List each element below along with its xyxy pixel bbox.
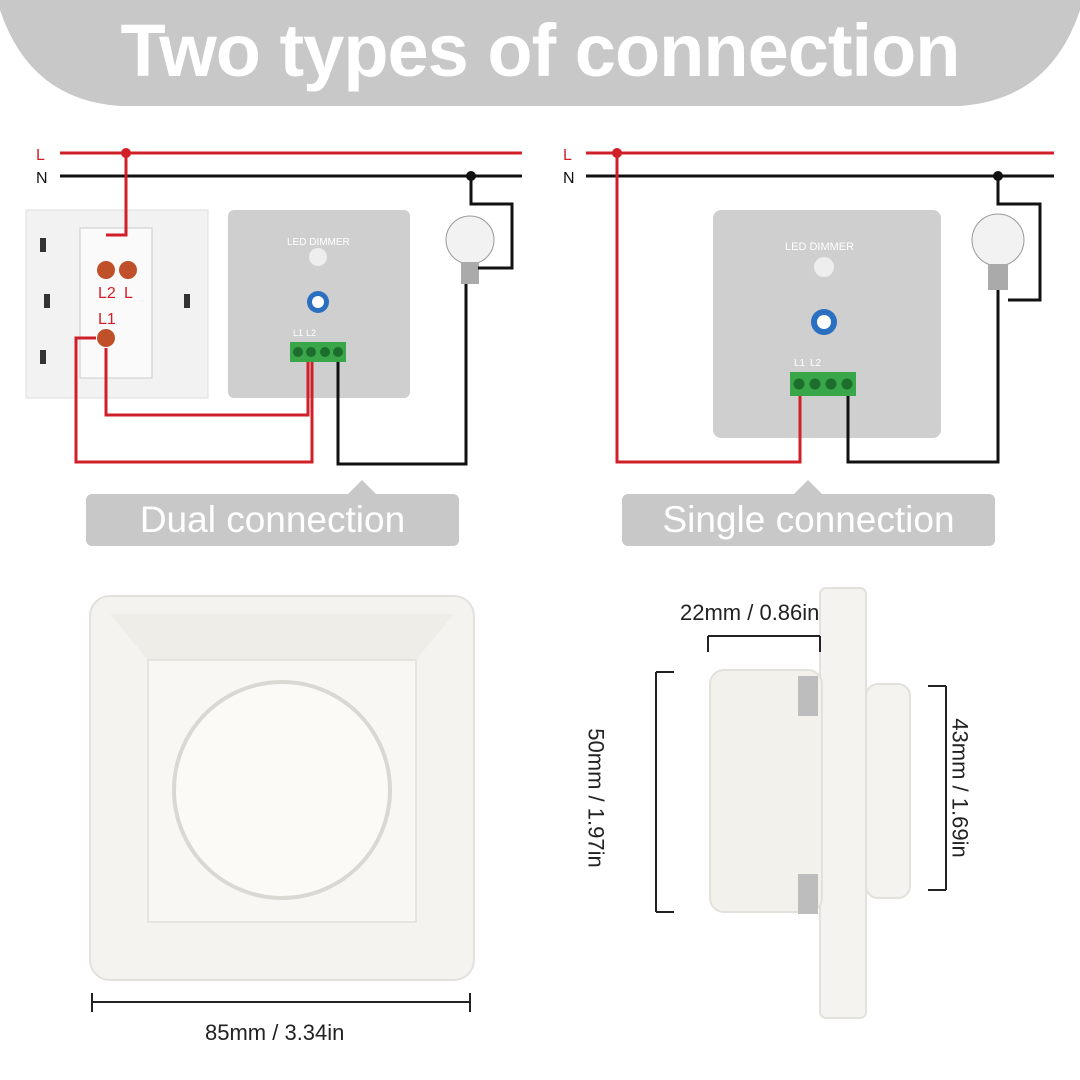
- svg-text:L1: L1: [293, 328, 303, 338]
- front-width-label: 85mm / 3.34in: [205, 1020, 345, 1045]
- knob-height-label: 43mm / 1.69in: [947, 718, 973, 858]
- wall-switch: L2 L L1: [25, 209, 209, 399]
- page-title: Two types of connection: [120, 9, 961, 92]
- right-light-bulb: [971, 213, 1025, 290]
- svg-text:L2: L2: [810, 358, 822, 369]
- switch-l2-label: L2: [98, 285, 116, 302]
- right-neutral-label: N: [563, 170, 575, 187]
- svg-text:LED DIMMER: LED DIMMER: [287, 237, 350, 248]
- right-live-label: L: [563, 147, 572, 164]
- switch-l-label: L: [124, 285, 133, 302]
- header-banner: Two types of connection: [0, 0, 1080, 110]
- left-wiring-diagram: L N L2 L L1 LED DIMMER: [25, 147, 522, 466]
- wiring-diagrams: L N L2 L L1 LED DIMMER: [25, 147, 1054, 466]
- right-dimmer-module: LED DIMMER L1 L2: [713, 210, 941, 438]
- dual-connection-caption: Dual connection: [86, 480, 459, 546]
- single-connection-label: Single connection: [662, 499, 955, 540]
- dual-connection-label: Dual connection: [139, 499, 406, 540]
- dimmer-knob: [172, 680, 392, 900]
- left-dimmer-module: LED DIMMER L1 L2: [228, 210, 410, 398]
- product-views: [89, 587, 947, 1019]
- left-neutral-label: N: [36, 170, 48, 187]
- svg-text:L1: L1: [794, 358, 806, 369]
- left-light-bulb: [445, 215, 495, 284]
- left-live-label: L: [36, 147, 45, 164]
- side-view: [655, 587, 947, 1019]
- single-connection-caption: Single connection: [622, 480, 995, 546]
- frame-height-label: 50mm / 1.97in: [583, 728, 609, 868]
- switch-l1-label: L1: [98, 311, 116, 328]
- svg-text:L2: L2: [306, 328, 316, 338]
- svg-text:LED DIMMER: LED DIMMER: [785, 241, 854, 253]
- depth-label: 22mm / 0.86in: [680, 600, 820, 625]
- header-background: [0, 0, 1080, 106]
- right-wiring-diagram: L N LED DIMMER L1 L2: [563, 147, 1054, 464]
- front-view: [89, 595, 475, 1012]
